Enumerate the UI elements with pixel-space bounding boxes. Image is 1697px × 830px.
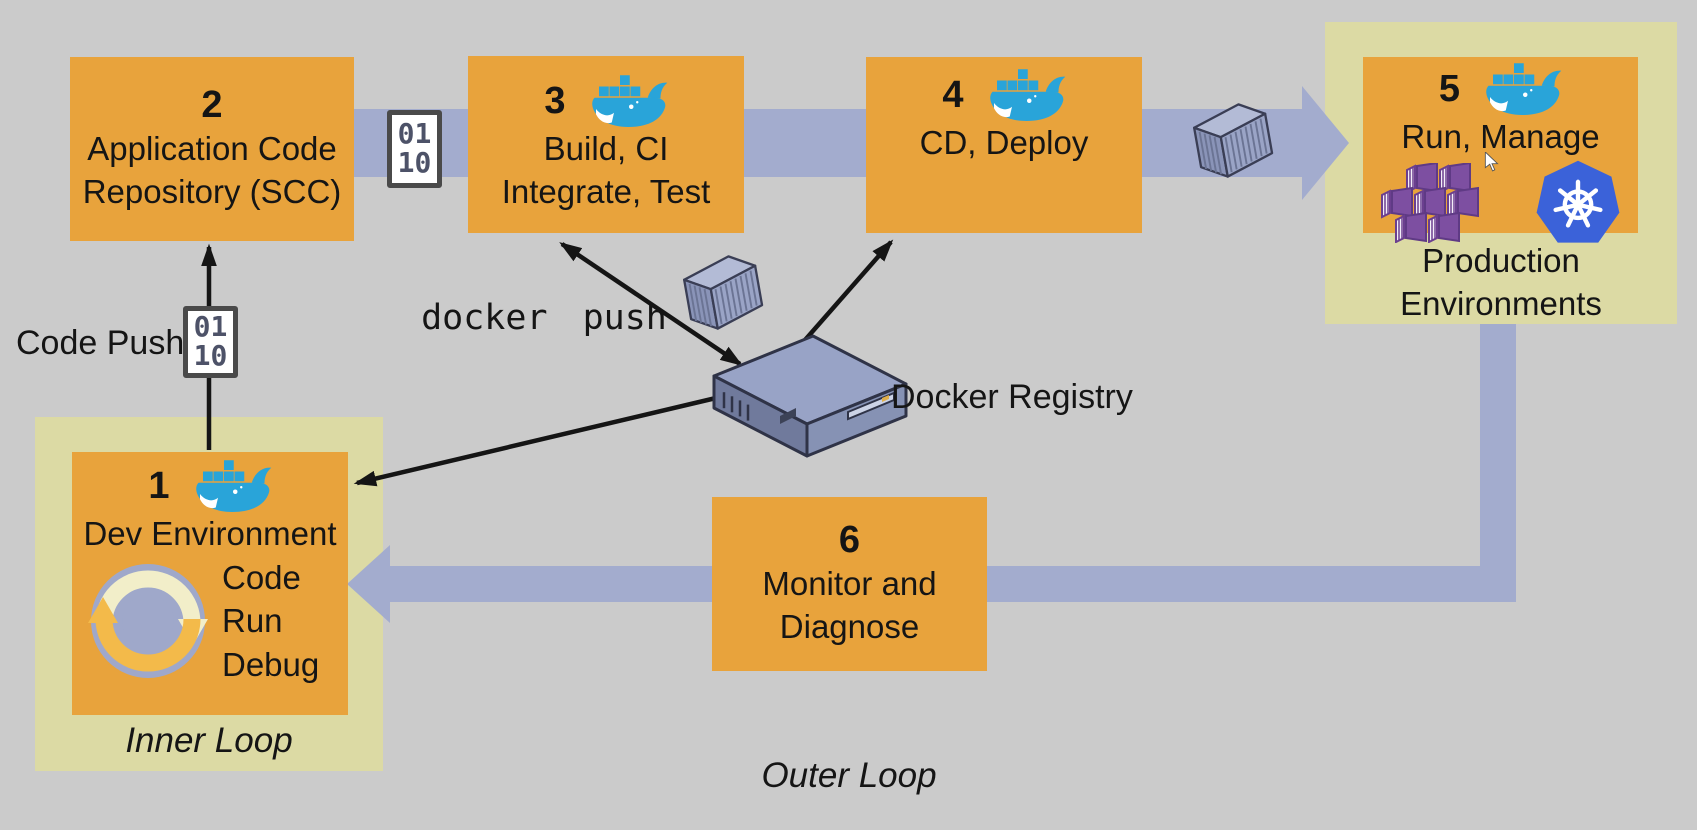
node-monitor-diagnose: 6 Monitor and Diagnose bbox=[712, 497, 987, 671]
node-build-ci: 3 Build, CI Integrate, Test bbox=[468, 56, 744, 233]
outer-loop-label: Outer Loop bbox=[761, 756, 937, 795]
outer-loop-band-vertical bbox=[1480, 324, 1516, 602]
node-application-code-repository: 2 Application Code Repository (SCC) bbox=[70, 57, 354, 241]
binary-digits: 01 bbox=[397, 117, 432, 151]
node-cd-deploy: 4 CD, Deploy bbox=[866, 57, 1142, 233]
binary-code-icon: 01 10 bbox=[183, 306, 238, 378]
node-label: Run, Manage bbox=[1401, 118, 1600, 155]
node-label: Build, CI bbox=[543, 130, 669, 168]
node-label: Monitor and bbox=[762, 564, 937, 602]
node-number: 5 bbox=[1438, 67, 1461, 110]
inner-loop-label: Inner Loop bbox=[125, 721, 293, 760]
binary-digits: 10 bbox=[193, 339, 228, 372]
node-label: Diagnose bbox=[779, 607, 920, 645]
node-label: CD, Deploy bbox=[919, 124, 1089, 161]
node-number: 3 bbox=[544, 79, 566, 122]
node-run-manage: 5 Run, Manage bbox=[1363, 57, 1638, 233]
node-label: Application Code bbox=[87, 129, 337, 167]
docker-registry-label: Docker Registry bbox=[891, 378, 1133, 416]
node-dev-environment: 1 Dev Environment Code Run Debug bbox=[72, 452, 348, 715]
arrow-registry-to-deploy bbox=[796, 239, 894, 350]
binary-digits: 01 bbox=[193, 310, 228, 344]
node-number: 2 bbox=[201, 84, 223, 127]
node-number: 4 bbox=[942, 73, 964, 116]
node-label: Repository (SCC) bbox=[82, 172, 342, 210]
node-number: 1 bbox=[148, 464, 170, 507]
mouse-cursor bbox=[1484, 152, 1499, 172]
caption-line: Environments bbox=[1400, 284, 1602, 322]
arrow-registry-to-dev bbox=[353, 395, 717, 487]
server-icon bbox=[712, 334, 908, 458]
caption-line: Production bbox=[1422, 242, 1580, 279]
loop-word: Run bbox=[222, 602, 283, 640]
code-push-label: Code Push bbox=[16, 324, 185, 362]
loop-word: Debug bbox=[222, 645, 320, 683]
node-number: 6 bbox=[838, 519, 861, 562]
loop-word: Code bbox=[222, 558, 301, 596]
arrow-build-registry-bidirectional bbox=[559, 242, 743, 366]
binary-digits: 10 bbox=[397, 146, 432, 179]
node-label: Dev Environment bbox=[83, 515, 337, 552]
flow-band-build-to-deploy bbox=[743, 109, 867, 177]
docker-push-label: docker push bbox=[421, 298, 667, 338]
production-environments-caption: Production Environments bbox=[1325, 240, 1677, 326]
node-label: Integrate, Test bbox=[501, 173, 711, 210]
binary-code-icon: 01 10 bbox=[387, 110, 442, 188]
shipping-container-icon bbox=[1190, 98, 1276, 182]
